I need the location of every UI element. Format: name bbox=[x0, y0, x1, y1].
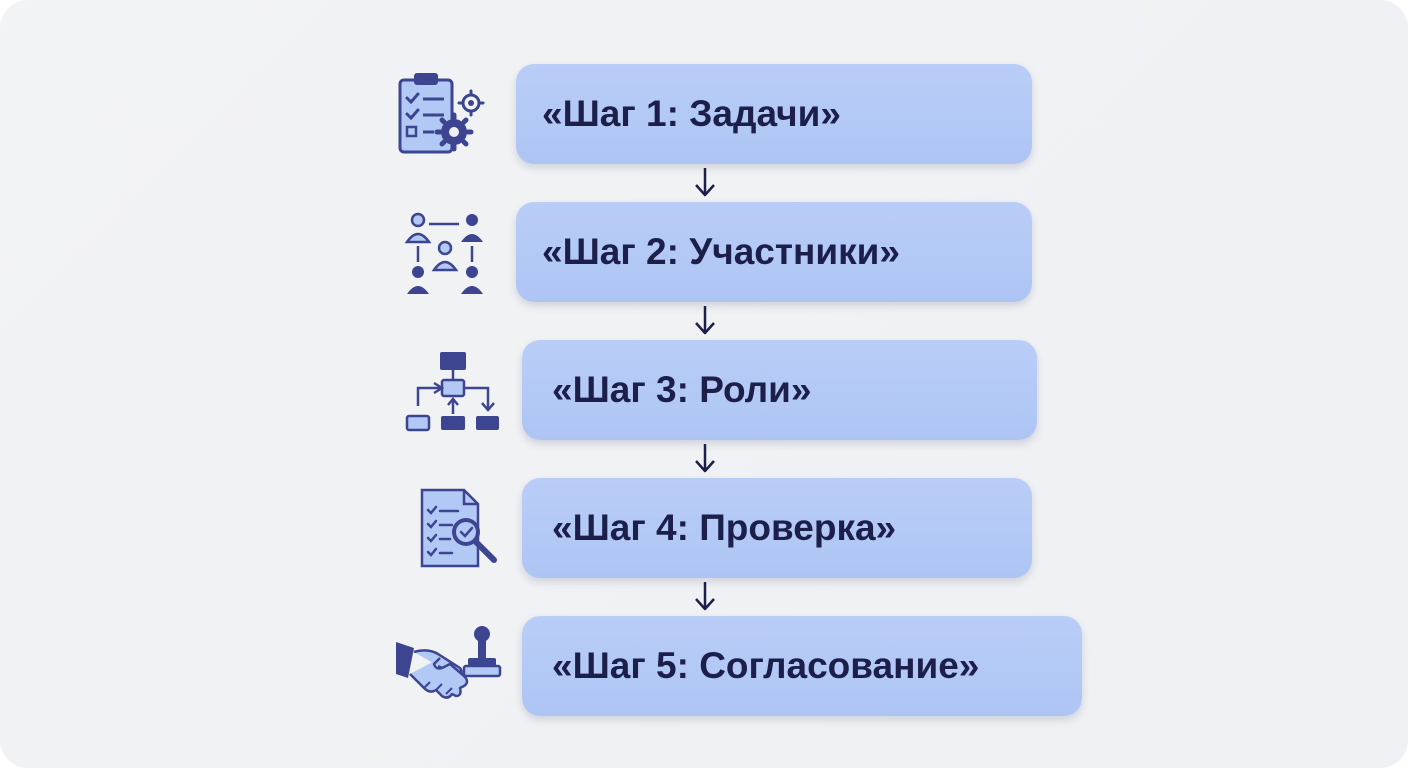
step-box-5: «Шаг 5: Согласование» bbox=[522, 616, 1082, 716]
step-label: «Шаг 5: Согласование» bbox=[552, 645, 980, 686]
org-chart-icon bbox=[405, 352, 499, 432]
arrow-down-icon bbox=[695, 444, 715, 473]
step-box-1: «Шаг 1: Задачи» bbox=[516, 64, 1032, 164]
arrow-down-icon bbox=[695, 168, 715, 197]
step-label: «Шаг 2: Участники» bbox=[542, 231, 900, 272]
step-label: «Шаг 1: Задачи» bbox=[542, 93, 841, 134]
step-box-3: «Шаг 3: Роли» bbox=[522, 340, 1037, 440]
step-label: «Шаг 3: Роли» bbox=[552, 369, 812, 410]
step-label: «Шаг 4: Проверка» bbox=[552, 507, 897, 548]
clipboard-gear-icon bbox=[398, 73, 485, 154]
arrow-down-icon bbox=[695, 306, 715, 335]
handshake-stamp-icon bbox=[396, 626, 502, 699]
step-box-2: «Шаг 2: Участники» bbox=[516, 202, 1032, 302]
step-box-4: «Шаг 4: Проверка» bbox=[522, 478, 1032, 578]
arrow-down-icon bbox=[695, 582, 715, 611]
document-check-magnifier-icon bbox=[420, 488, 497, 568]
people-network-icon bbox=[404, 212, 483, 294]
